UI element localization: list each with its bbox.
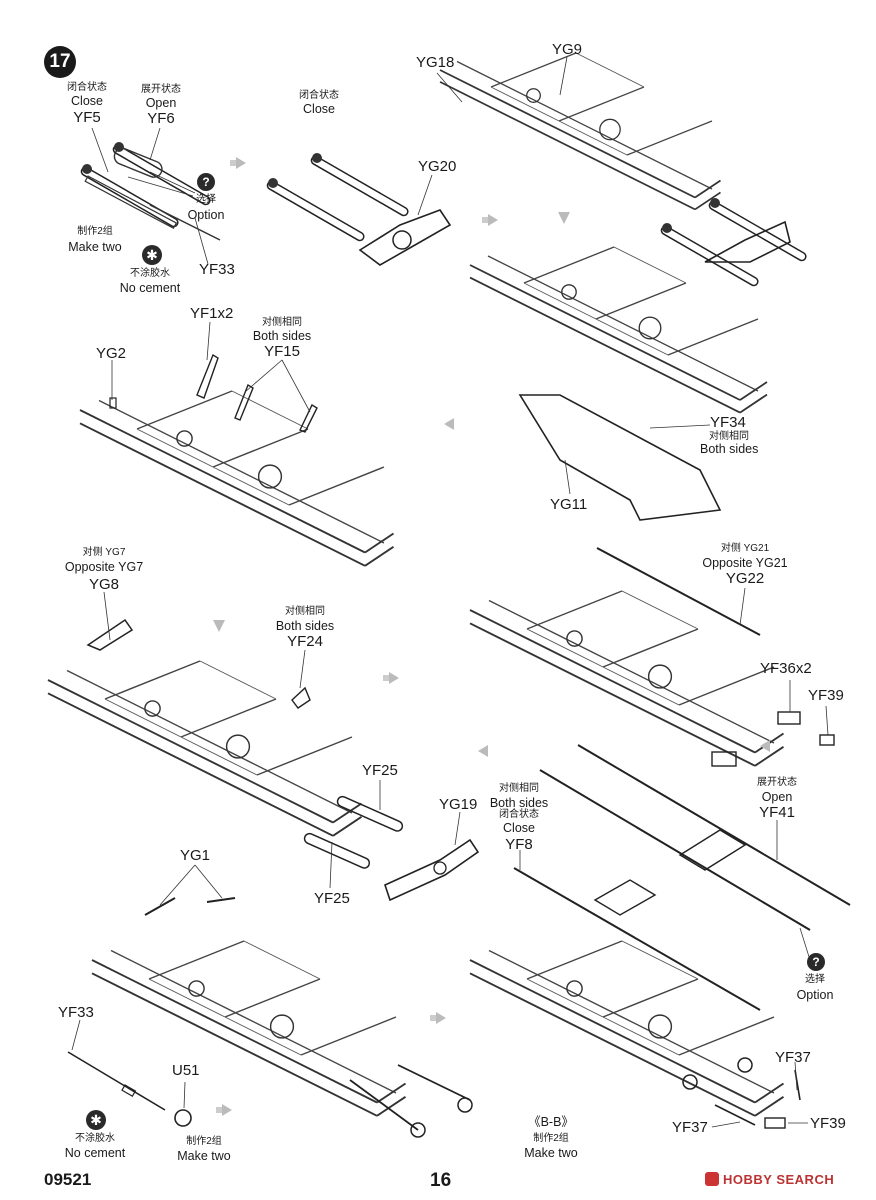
- yf6-en-label: Open: [145, 96, 177, 110]
- no-cement-icon: ✱: [142, 245, 162, 265]
- both3-en-label: Both sides: [275, 619, 335, 633]
- frame-yg8-drawing: [47, 618, 363, 837]
- option1-en-label: Option: [187, 208, 225, 222]
- yf15-part-label: YF15: [264, 343, 300, 360]
- both3-cn-label: 对侧相同: [285, 606, 325, 617]
- yg19-part-label: YG19: [439, 796, 478, 813]
- watermark-text: HOBBY SEARCH: [723, 1172, 835, 1187]
- yg20-part-label: YG20: [418, 158, 457, 175]
- yf39-part-label-a: YF39: [808, 687, 844, 704]
- make-two-en-label: Make two: [68, 240, 122, 254]
- yf33-part-label: YF33: [199, 261, 235, 278]
- open2-cn-label: 展开状态: [757, 777, 797, 788]
- yf1x2-part-label: YF1x2: [190, 305, 234, 322]
- opp7-cn-label: 对侧 YG7: [82, 547, 126, 558]
- frame-yg1-drawing: [91, 897, 473, 1138]
- yg22-part-label: YG22: [725, 570, 765, 587]
- yf24-part-label: YF24: [287, 633, 323, 650]
- both2-cn-label: 对侧相同: [709, 431, 749, 442]
- close3-en-label: Close: [503, 821, 535, 835]
- open2-en-label: Open: [761, 790, 793, 804]
- track-yf6-drawing: [111, 141, 213, 207]
- make-two-c-cn-label: 制作2组: [533, 1133, 569, 1144]
- close3-cn-label: 闭合状态: [499, 809, 539, 820]
- yf5-part-label: YF5: [73, 109, 101, 126]
- yg2-part-label: YG2: [96, 345, 127, 362]
- yf41-part-label: YF41: [759, 804, 795, 821]
- frame-yg18-drawing: [439, 52, 809, 288]
- yg18-part-label: YG18: [416, 54, 455, 71]
- track-yf5-drawing: [79, 163, 221, 241]
- rail-yf41-drawing: [513, 744, 851, 1011]
- page-number: 16: [430, 1170, 452, 1191]
- leader-lines: [71, 56, 829, 1128]
- yf37-part-label-a: YF37: [775, 1049, 811, 1066]
- no-cement-icon-2: ✱: [86, 1110, 106, 1130]
- yf34-part-label: YF34: [710, 414, 746, 431]
- no-cement1-en-label: No cement: [119, 281, 181, 295]
- no-cement1-cn-label: 不涂胶水: [130, 268, 170, 279]
- no-cement2-en-label: No cement: [64, 1146, 126, 1160]
- yf5-cn-label: 闭合状态: [67, 82, 107, 93]
- rod-yf25-drawing: [303, 795, 404, 869]
- option-icon: ?: [197, 173, 215, 191]
- u51-part-label: U51: [172, 1062, 200, 1079]
- opp21-cn-label: 对侧 YG21: [720, 543, 770, 554]
- no-cement2-cn-label: 不涂胶水: [75, 1133, 115, 1144]
- option1-cn-label: 选择: [196, 194, 216, 205]
- brand-logo-icon: [705, 1172, 719, 1186]
- flow-arrows: [213, 157, 770, 1116]
- both1-cn-label: 对侧相同: [262, 317, 302, 328]
- watermark-brand: HOBBY SEARCH: [705, 1172, 834, 1187]
- close2-en-label: Close: [303, 102, 335, 116]
- frame-yg22-drawing: [469, 547, 835, 767]
- make-two-b-en-label: Make two: [177, 1149, 231, 1163]
- yf25-part-label-a: YF25: [362, 762, 398, 779]
- yg9-part-label: YG9: [552, 41, 583, 58]
- step-number: 17: [49, 51, 71, 72]
- make-two-b-cn-label: 制作2组: [186, 1136, 222, 1147]
- part-yf33-u51-drawing: [67, 1051, 192, 1127]
- frame-yf15-drawing: [79, 353, 395, 567]
- kit-number: 09521: [44, 1170, 92, 1189]
- frame-bb-drawing: [469, 940, 801, 1129]
- part-yg19-drawing: [384, 838, 480, 902]
- track-close-drawing: [265, 152, 452, 266]
- both4-cn-label: 对侧相同: [499, 783, 539, 794]
- step-number-badge: 17: [44, 46, 76, 78]
- yf8-part-label: YF8: [505, 836, 533, 853]
- opp21-en-label: Opposite YG21: [702, 556, 788, 570]
- option-icon-2: ?: [807, 953, 825, 971]
- yf6-cn-label: 展开状态: [141, 84, 181, 95]
- yg11-part-label: YG11: [550, 496, 588, 513]
- yf39-part-label-b: YF39: [810, 1115, 846, 1132]
- make-two-c-en-label: Make two: [524, 1146, 578, 1160]
- option2-en-label: Option: [796, 988, 834, 1002]
- both2-en-label: Both sides: [700, 442, 759, 456]
- yf36x2-part-label: YF36x2: [760, 660, 812, 677]
- yf33-part-label-b: YF33: [58, 1004, 94, 1021]
- section-bb-label: 《B-B》: [528, 1115, 574, 1129]
- opp7-en-label: Opposite YG7: [64, 560, 144, 574]
- yf6-part-label: YF6: [147, 110, 175, 127]
- yf37-part-label-b: YF37: [672, 1119, 708, 1136]
- yg8-part-label: YG8: [88, 576, 120, 593]
- yf5-en-label: Close: [71, 94, 103, 108]
- yg1-part-label: YG1: [180, 847, 211, 864]
- frame-yg11-drawing: [469, 246, 768, 521]
- yf25-part-label-b: YF25: [314, 890, 350, 907]
- both4-en-label: Both sides: [489, 796, 549, 810]
- make-two-cn-label: 制作2组: [77, 226, 113, 237]
- option2-cn-label: 选择: [805, 974, 825, 985]
- both1-en-label: Both sides: [252, 329, 312, 343]
- close2-cn-label: 闭合状态: [299, 90, 339, 101]
